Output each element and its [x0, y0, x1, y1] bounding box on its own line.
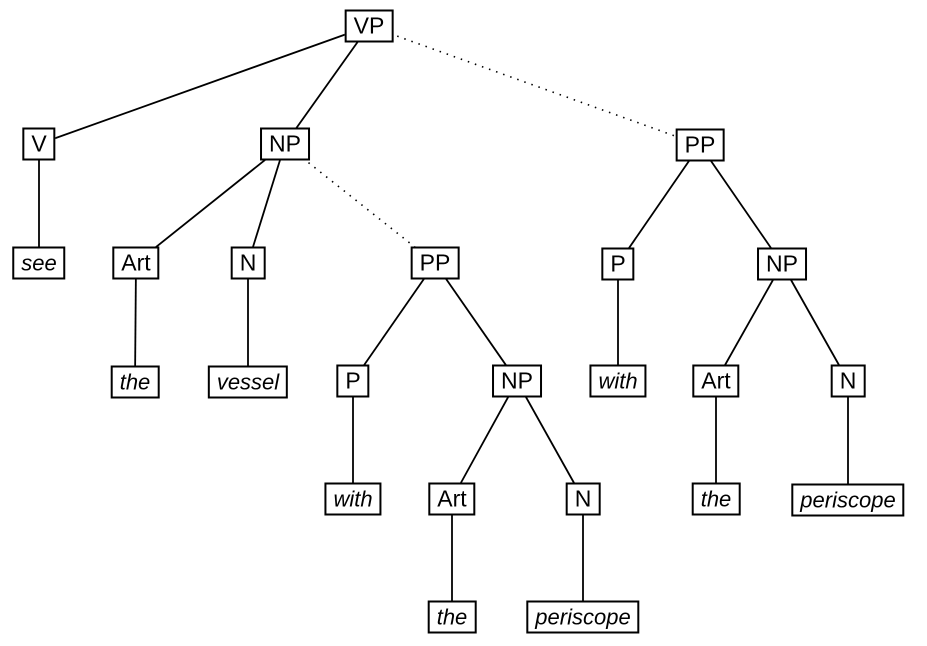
node-the_np: the: [427, 600, 477, 634]
node-p_np: P: [336, 364, 370, 398]
edge-np_vp-art_vp: [715, 263, 783, 382]
node-np_np: NP: [492, 364, 542, 398]
edge-pp_vp-np_vp: [699, 144, 783, 265]
node-periscope_np: periscope: [526, 600, 640, 634]
edge-np_obj-n_obj: [247, 143, 286, 264]
node-see: see: [12, 246, 66, 280]
node-vp: VP: [344, 9, 394, 43]
node-n_obj: N: [230, 246, 266, 280]
edge-pp_np-np_np: [434, 262, 518, 382]
node-art_obj: Art: [112, 246, 160, 280]
edge-art_obj-the_obj: [134, 262, 137, 383]
node-the_vp: the: [691, 482, 741, 516]
node-art_np: Art: [428, 482, 476, 516]
node-art_vp: Art: [692, 364, 740, 398]
node-n_vp: N: [830, 364, 866, 398]
edge-np_np-n_np: [516, 380, 584, 500]
node-pp_np: PP: [410, 246, 460, 280]
node-vessel: vessel: [207, 365, 289, 399]
edge-np_obj-art_obj: [135, 143, 286, 264]
node-the_obj: the: [110, 365, 160, 399]
node-n_np: N: [565, 482, 601, 516]
edge-vp-v: [38, 25, 370, 145]
node-np_obj: NP: [260, 127, 310, 161]
node-with_vp: with: [589, 364, 647, 398]
node-pp_vp: PP: [675, 128, 725, 162]
node-with_np: with: [324, 482, 382, 516]
edge-vp-pp_vp: [368, 25, 701, 146]
edge-pp_vp-p_vp: [617, 144, 701, 265]
edge-vp-np_obj: [284, 25, 370, 145]
node-p_vp: P: [601, 247, 635, 281]
edge-pp_np-p_np: [352, 262, 436, 382]
node-v: V: [22, 127, 56, 161]
edge-np_np-art_np: [451, 380, 518, 500]
edge-np_vp-n_vp: [781, 263, 849, 382]
node-np_vp: NP: [757, 247, 807, 281]
node-periscope_vp: periscope: [791, 483, 905, 517]
